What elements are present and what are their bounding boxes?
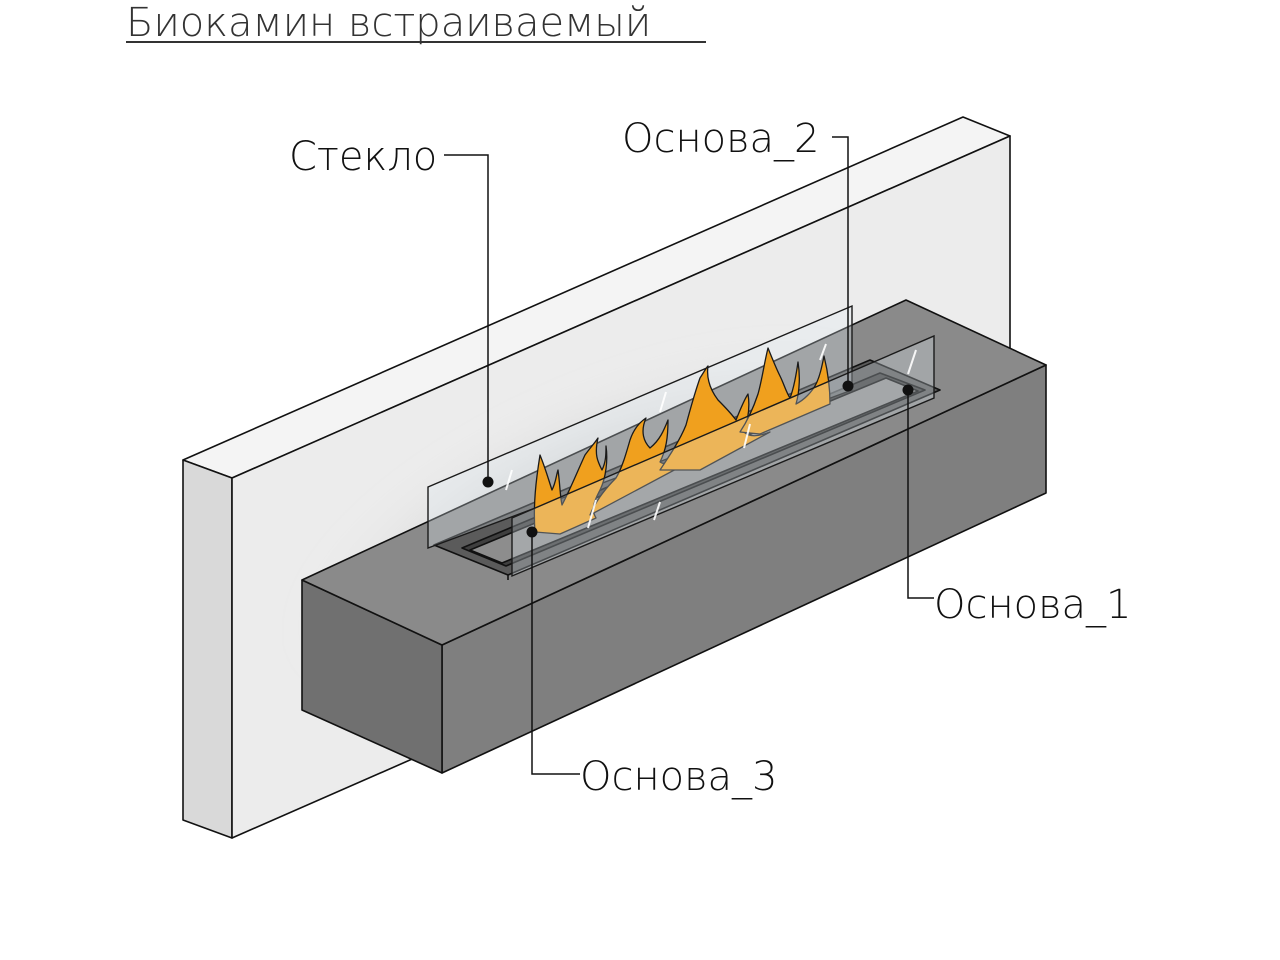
leader-base2	[832, 136, 849, 386]
marker-glass	[482, 476, 494, 488]
marker-base3	[526, 526, 538, 538]
marker-base1	[902, 384, 914, 396]
label-base2: Основа_2	[622, 116, 820, 162]
marker-base2	[842, 380, 854, 392]
callouts	[444, 136, 934, 775]
glass-front	[511, 334, 935, 578]
flame-4	[739, 347, 831, 435]
flames	[533, 347, 831, 535]
leader-base3	[531, 532, 580, 775]
label-base1: Основа_1	[934, 582, 1132, 628]
leader-base1	[907, 390, 934, 599]
label-glass: Стекло	[289, 134, 437, 180]
flame-1	[533, 437, 608, 535]
label-base3: Основа_3	[580, 754, 778, 800]
glass-reflections	[505, 343, 917, 529]
leader-glass	[444, 154, 489, 482]
diagram-title: Биокамин встраиваемый	[126, 0, 651, 46]
